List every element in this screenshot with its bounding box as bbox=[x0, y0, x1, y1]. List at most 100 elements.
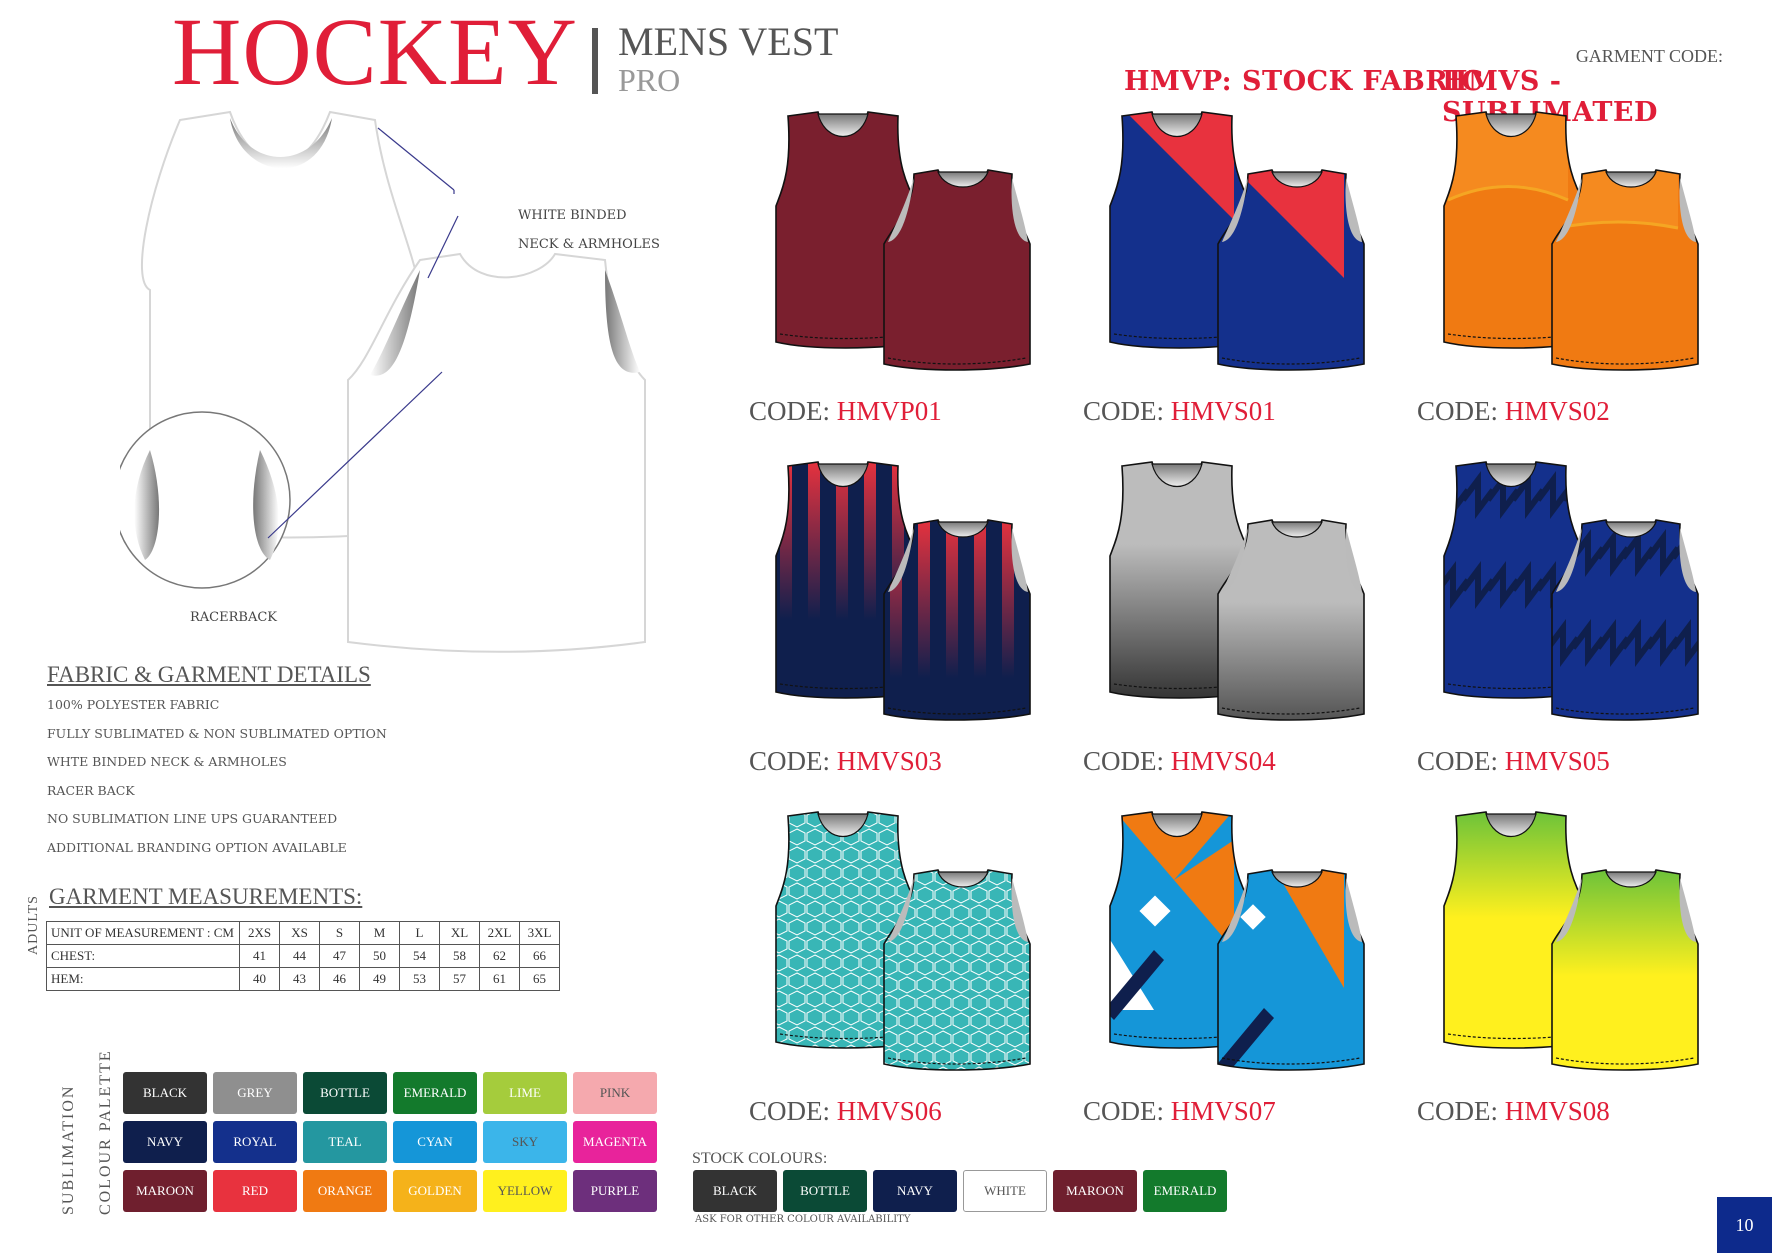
racerback-label: RACERBACK bbox=[190, 610, 278, 625]
size-header: XL bbox=[439, 921, 480, 945]
fabric-detail-item: 100% POLYESTER FABRIC bbox=[47, 697, 220, 712]
size-header: L bbox=[399, 921, 440, 945]
product-name: MENS VEST bbox=[618, 19, 839, 64]
table-cell: 41 bbox=[239, 944, 280, 968]
vest-illustration bbox=[775, 811, 1031, 1071]
colour-swatch-orange: ORANGE bbox=[303, 1170, 387, 1212]
garment-code: CODE: HMVS04 bbox=[1083, 746, 1276, 777]
row-label: HEM: bbox=[46, 967, 240, 991]
colour-swatch-pink: PINK bbox=[573, 1072, 657, 1114]
colour-palette-label: COLOUR PALETTE bbox=[97, 1049, 114, 1215]
stock-colours-label: STOCK COLOURS: bbox=[692, 1150, 828, 1167]
size-header: XS bbox=[279, 921, 320, 945]
code-value: HMVS07 bbox=[1170, 1096, 1276, 1126]
fabric-details-title: FABRIC & GARMENT DETAILS bbox=[47, 662, 371, 687]
table-cell: 61 bbox=[479, 967, 520, 991]
code-label: CODE: bbox=[749, 746, 837, 776]
garment-code: CODE: HMVP01 bbox=[749, 396, 942, 427]
garment-hmvs06 bbox=[758, 806, 1038, 1086]
table-row: HEM: 40 43 46 49 53 57 61 65 bbox=[46, 967, 560, 991]
garment-hmvs05 bbox=[1426, 456, 1706, 736]
code-value: HMVS04 bbox=[1170, 746, 1276, 776]
colour-swatch-maroon: MAROON bbox=[123, 1170, 207, 1212]
garment-code: CODE: HMVS05 bbox=[1417, 746, 1610, 777]
fabric-detail-item: RACER BACK bbox=[47, 783, 135, 798]
colour-availability-note: ASK FOR OTHER COLOUR AVAILABILITY bbox=[695, 1214, 911, 1225]
product-line: PRO bbox=[618, 62, 681, 98]
vest-illustration bbox=[1443, 461, 1699, 721]
code-label: CODE: bbox=[1417, 1096, 1505, 1126]
garment-code: CODE: HMVS08 bbox=[1417, 1096, 1610, 1127]
title-divider bbox=[592, 28, 598, 94]
size-header: 2XS bbox=[239, 921, 280, 945]
garment-code: CODE: HMVS01 bbox=[1083, 396, 1276, 427]
sublimation-label: SUBLIMATION bbox=[60, 1084, 77, 1215]
code-label: CODE: bbox=[1417, 746, 1505, 776]
brand-title: HOCKEY bbox=[172, 0, 578, 105]
size-header: S bbox=[319, 921, 360, 945]
table-cell: 50 bbox=[359, 944, 400, 968]
colour-swatch-bottle: BOTTLE bbox=[303, 1072, 387, 1114]
colour-swatch-purple: PURPLE bbox=[573, 1170, 657, 1212]
callout-line2: NECK & ARMHOLES bbox=[518, 237, 660, 252]
garment-hmvs01 bbox=[1092, 106, 1372, 386]
table-cell: 65 bbox=[519, 967, 560, 991]
colour-swatch-grey: GREY bbox=[213, 1072, 297, 1114]
code-value: HMVS05 bbox=[1504, 746, 1610, 776]
fabric-detail-item: FULLY SUBLIMATED & NON SUBLIMATED OPTION bbox=[47, 726, 387, 741]
colour-swatch-sky: SKY bbox=[483, 1121, 567, 1163]
colour-swatch-emerald: EMERALD bbox=[393, 1072, 477, 1114]
garment-code: CODE: HMVS03 bbox=[749, 746, 942, 777]
colour-swatch-lime: LIME bbox=[483, 1072, 567, 1114]
garment-hmvs04 bbox=[1092, 456, 1372, 736]
garment-code: CODE: HMVS06 bbox=[749, 1096, 942, 1127]
vest-illustration bbox=[1109, 111, 1365, 371]
table-cell: 54 bbox=[399, 944, 440, 968]
colour-swatch-cyan: CYAN bbox=[393, 1121, 477, 1163]
code-value: HMVS06 bbox=[836, 1096, 942, 1126]
code-label: CODE: bbox=[749, 396, 837, 426]
colour-swatch-yellow: YELLOW bbox=[483, 1170, 567, 1212]
code-label: CODE: bbox=[1417, 396, 1505, 426]
vest-illustration bbox=[1109, 811, 1365, 1071]
size-header: 3XL bbox=[519, 921, 560, 945]
garment-hmvs07 bbox=[1092, 806, 1372, 1086]
colour-swatch-black: BLACK bbox=[123, 1072, 207, 1114]
colour-swatch-black: BLACK bbox=[693, 1170, 777, 1212]
table-cell: 46 bbox=[319, 967, 360, 991]
code-value: HMVS03 bbox=[836, 746, 942, 776]
fabric-detail-item: WHTE BINDED NECK & ARMHOLES bbox=[47, 754, 287, 769]
measurements-title: GARMENT MEASUREMENTS: bbox=[49, 884, 363, 909]
fabric-detail-item: ADDITIONAL BRANDING OPTION AVAILABLE bbox=[47, 840, 347, 855]
code-label: CODE: bbox=[749, 1096, 837, 1126]
colour-swatch-white: WHITE bbox=[963, 1170, 1047, 1212]
code-value: HMVS08 bbox=[1504, 1096, 1610, 1126]
colour-swatch-teal: TEAL bbox=[303, 1121, 387, 1163]
colour-swatch-royal: ROYAL bbox=[213, 1121, 297, 1163]
code-label: CODE: bbox=[1083, 1096, 1171, 1126]
unit-label: UNIT OF MEASUREMENT : CM bbox=[46, 921, 240, 945]
colour-swatch-maroon: MAROON bbox=[1053, 1170, 1137, 1212]
colour-swatch-emerald: EMERALD bbox=[1143, 1170, 1227, 1212]
garment-hmvp01 bbox=[758, 106, 1038, 386]
colour-swatch-red: RED bbox=[213, 1170, 297, 1212]
garment-code-label: GARMENT CODE: bbox=[1575, 46, 1723, 66]
code-value: HMVS01 bbox=[1170, 396, 1276, 426]
colour-swatch-golden: GOLDEN bbox=[393, 1170, 477, 1212]
callout-line1: WHITE BINDED bbox=[518, 208, 627, 223]
table-cell: 47 bbox=[319, 944, 360, 968]
table-header-row: UNIT OF MEASUREMENT : CM 2XS XS S M L XL… bbox=[46, 921, 560, 945]
garment-hmvs03 bbox=[758, 456, 1038, 736]
garment-code: CODE: HMVS02 bbox=[1417, 396, 1610, 427]
colour-swatch-bottle: BOTTLE bbox=[783, 1170, 867, 1212]
page-number: 10 bbox=[1717, 1197, 1772, 1253]
table-cell: 66 bbox=[519, 944, 560, 968]
code-value: HMVS02 bbox=[1504, 396, 1610, 426]
table-cell: 53 bbox=[399, 967, 440, 991]
garment-hmvs08 bbox=[1426, 806, 1706, 1086]
code-label: CODE: bbox=[1083, 746, 1171, 776]
vest-illustration bbox=[1109, 461, 1365, 721]
table-cell: 40 bbox=[239, 967, 280, 991]
vest-illustration bbox=[1443, 811, 1699, 1071]
table-row: CHEST: 41 44 47 50 54 58 62 66 bbox=[46, 944, 560, 968]
